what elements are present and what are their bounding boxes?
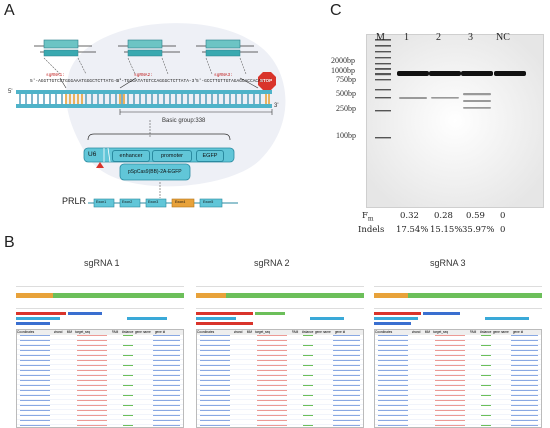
header-gene-name: gene name [492, 330, 509, 334]
gel-image [366, 34, 544, 208]
indels-value-1: 17.54% [396, 225, 429, 235]
header-pam: PAM [469, 330, 477, 334]
sgrna2-sequence: 5'-TGCGATATGTCCAGGGCTCTTATA-3' [116, 79, 198, 84]
exon-2: Exon2 [122, 200, 133, 204]
gene-label: PRLR [62, 196, 87, 206]
fm-label: Fm [362, 211, 374, 223]
sgrna1-zoom [34, 39, 96, 75]
marker-250bp: 250bp [336, 104, 356, 113]
header-gene-name: gene name [134, 330, 151, 334]
panel-label-a: A [4, 2, 15, 19]
indels-label: Indels [358, 225, 385, 235]
marker-2000bp: 2000bp [331, 56, 355, 65]
sgrna3-report: Coordinates strand MM target_seq PAM dis… [374, 272, 542, 428]
lane-label-1: 1 [404, 32, 409, 43]
sgrna1-report: Coordinates strand MM target_seq PAM dis… [16, 272, 184, 428]
vector-name: pSpCas9(BB)-2A-EGFP [128, 169, 182, 175]
fm-value-1: 0.32 [400, 211, 419, 221]
header-pam: PAM [291, 330, 299, 334]
sgrna2-zoom [118, 39, 180, 75]
header-distance: distance [479, 330, 492, 334]
header-gene-name: gene name [314, 330, 331, 334]
indels-value-2: 15.15% [430, 225, 463, 235]
header-mm: MM [246, 330, 253, 334]
header-coordinates: Coordinates [375, 330, 393, 334]
header-distance: distance [301, 330, 314, 334]
dna-helix [16, 77, 272, 108]
vector-egfp: EGFP [196, 150, 224, 162]
fm-value-nc: 0 [500, 211, 506, 221]
panel-a-diagram [16, 23, 286, 208]
header-mm: MM [424, 330, 431, 334]
sgrna3-sequence: 5'-GCCTTGTTGTAGAGCACCACAG-3' [196, 79, 272, 84]
indels-value-3: 35.97% [462, 225, 495, 235]
stop-icon [258, 72, 276, 90]
header-gene-id: gene id [512, 330, 524, 334]
prlr-gene [88, 198, 238, 208]
header-gene-id: gene id [334, 330, 346, 334]
panel-label-b: B [4, 234, 15, 251]
header-gene-id: gene id [154, 330, 166, 334]
marker-100bp: 100bp [336, 131, 356, 140]
vector-u6: U6 [88, 151, 97, 158]
marker-750bp: 750bp [336, 75, 356, 84]
lane-label-nc: NC [496, 32, 510, 43]
lane-label-3: 3 [468, 32, 473, 43]
lane-label-2: 2 [436, 32, 441, 43]
exon-5: Exon5 [203, 200, 214, 204]
header-strand: strand [53, 330, 63, 334]
stop-label: STOP [260, 78, 273, 83]
sgrna3-title: sgRNA 3 [430, 258, 466, 268]
header-strand: strand [233, 330, 243, 334]
header-coordinates: Coordinates [197, 330, 215, 334]
sgrna1-sequence: 5'-AGGTTGTCCTGGGAAATGGGCTCTTATG-3' [30, 79, 122, 84]
vector-promoter: promoter [152, 150, 192, 162]
five-prime-label: 5' [8, 89, 13, 95]
exon-4: Exon4 [175, 200, 186, 204]
fm-value-2: 0.28 [434, 211, 453, 221]
header-target-seq: target_seq [433, 330, 449, 334]
gel-bands [367, 35, 543, 207]
indels-value-nc: 0 [500, 225, 506, 235]
sgrna3-label: sgRNA3: [214, 73, 233, 78]
header-distance: distance [121, 330, 134, 334]
lane-label-m: M [376, 32, 385, 43]
sgrna3-zoom [196, 39, 258, 75]
marker-500bp: 500bp [336, 89, 356, 98]
exon-1: Exon1 [96, 200, 107, 204]
sgrna1-label: sgRNA1: [46, 73, 65, 78]
header-coordinates: Coordinates [17, 330, 35, 334]
header-target-seq: target_seq [75, 330, 91, 334]
basic-group-label: Basic group:338 [162, 118, 206, 124]
sgrna1-title: sgRNA 1 [84, 258, 120, 268]
header-pam: PAM [111, 330, 119, 334]
header-mm: MM [66, 330, 73, 334]
sgrna2-label: sgRNA2: [134, 73, 153, 78]
basic-group-bracket [119, 109, 273, 115]
three-prime-label: 3' [274, 103, 279, 109]
header-target-seq: target_seq [255, 330, 271, 334]
panel-label-c: C [330, 2, 342, 19]
marker-1000bp: 1000bp [331, 66, 355, 75]
exon-3: Exon3 [148, 200, 159, 204]
header-strand: strand [411, 330, 421, 334]
vector-enhancer: enhancer [112, 150, 150, 162]
sgrna2-title: sgRNA 2 [254, 258, 290, 268]
sgrna2-report: Coordinates strand MM target_seq PAM dis… [196, 272, 364, 428]
fm-value-3: 0.59 [466, 211, 485, 221]
